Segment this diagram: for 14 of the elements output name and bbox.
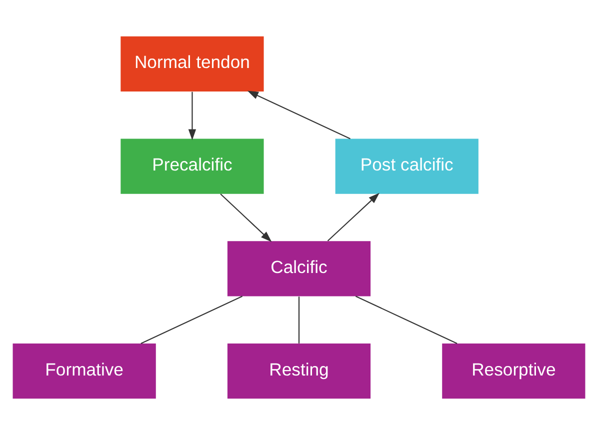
node-box: Calcific bbox=[227, 241, 371, 296]
node-box: Post calcific bbox=[335, 138, 478, 194]
node-box: Normal tendon bbox=[120, 36, 264, 92]
node-box: Precalcific bbox=[120, 138, 264, 194]
arrow bbox=[247, 90, 350, 140]
connector bbox=[298, 296, 300, 344]
connector bbox=[355, 296, 458, 344]
node-box: Formative bbox=[12, 344, 156, 399]
arrow bbox=[327, 192, 380, 242]
node-box: Resting bbox=[227, 344, 371, 399]
arrow bbox=[188, 92, 196, 140]
node-box: Resorptive bbox=[442, 344, 586, 399]
arrow bbox=[220, 194, 272, 242]
connector bbox=[140, 296, 243, 344]
